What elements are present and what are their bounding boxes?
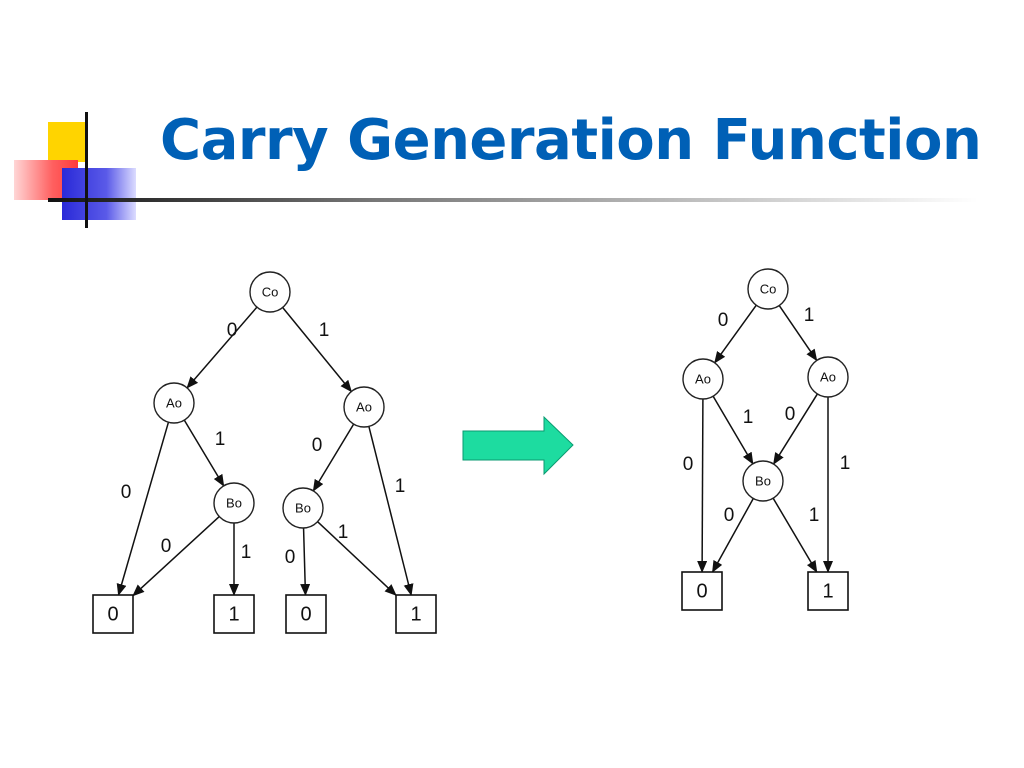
before-edge-b1-t1	[132, 515, 220, 597]
variable-node-circle	[282, 487, 324, 529]
variable-node-circle	[807, 356, 849, 398]
variable-node-circle	[249, 271, 291, 313]
after-edge-b-t0	[711, 498, 754, 573]
deco-yellow-square	[48, 122, 86, 162]
terminal-label: 0	[696, 580, 707, 602]
before-edge-label-a1-b1: 1	[215, 429, 226, 450]
before-node-b1: Bo	[213, 482, 255, 524]
before-edge-a1-b1	[183, 419, 225, 487]
deco-blue-bar	[62, 168, 136, 220]
before-node-t4: 1	[395, 594, 437, 634]
before-edge-label-b2-t3: 0	[285, 547, 296, 568]
variable-node-label: Ao	[356, 399, 372, 414]
corner-decoration	[14, 112, 978, 228]
terminal-label: 1	[228, 603, 239, 625]
after-node-b: Bo	[742, 460, 784, 502]
variable-node-circle	[343, 386, 385, 428]
after-edge-label-a1-t0: 0	[683, 454, 694, 475]
deco-vertical-line	[85, 112, 88, 228]
after-edge-label-c-a1: 0	[718, 310, 729, 331]
before-node-t3: 0	[285, 594, 327, 634]
before-edge-label-b2-t4: 1	[338, 522, 349, 543]
slide-title: Carry Generation Function	[160, 108, 982, 173]
after-edge-c-a2	[778, 305, 818, 362]
after-edge-c-a1	[714, 304, 757, 364]
variable-node-label: Ao	[166, 395, 182, 410]
before-edge-a1-t1	[116, 422, 170, 596]
after-node-a1: Ao	[682, 358, 724, 400]
before-edge-label-a1-t1: 0	[121, 482, 132, 503]
variable-node-circle	[742, 460, 784, 502]
before-node-c: Co	[249, 271, 291, 313]
terminal-label: 1	[410, 603, 421, 625]
terminal-box	[285, 594, 327, 634]
after-node-t0: 0	[681, 571, 723, 611]
after-edge-a2-b	[772, 393, 819, 465]
before-edge-label-c-a2: 1	[319, 320, 330, 341]
before-edge-c-a2	[282, 307, 352, 393]
variable-node-circle	[153, 382, 195, 424]
transform-arrow	[462, 415, 574, 476]
after-edge-label-a1-b: 1	[743, 407, 754, 428]
terminal-box	[681, 571, 723, 611]
before-node-b2: Bo	[282, 487, 324, 529]
after-edge-a1-b	[712, 395, 754, 465]
variable-node-label: Bo	[755, 473, 771, 488]
after-edge-label-b-t1: 1	[809, 505, 820, 526]
variable-node-label: Ao	[695, 371, 711, 386]
after-edge-label-c-a2: 1	[804, 305, 815, 326]
variable-node-label: Ao	[820, 369, 836, 384]
variable-node-circle	[682, 358, 724, 400]
before-edge-label-b1-t2: 1	[241, 542, 252, 563]
after-edge-a1-t0	[697, 398, 708, 573]
terminal-box	[213, 594, 255, 634]
variable-node-label: Bo	[226, 495, 242, 510]
terminal-box	[395, 594, 437, 634]
terminal-label: 0	[107, 603, 118, 625]
after-node-a2: Ao	[807, 356, 849, 398]
before-edge-a2-t4	[368, 426, 414, 596]
terminal-box	[807, 571, 849, 611]
variable-node-circle	[747, 268, 789, 310]
title-underline-rule	[48, 198, 978, 202]
before-edge-b2-t3	[300, 527, 311, 596]
after-edge-label-a2-b: 0	[785, 404, 796, 425]
before-edge-label-a2-t4: 1	[395, 476, 406, 497]
before-edge-label-b1-t1: 0	[161, 536, 172, 557]
before-edge-label-c-a1: 0	[227, 320, 238, 341]
before-node-a2: Ao	[343, 386, 385, 428]
before-edge-c-a1	[186, 306, 258, 389]
before-node-t2: 1	[213, 594, 255, 634]
before-node-t1: 0	[92, 594, 134, 634]
after-node-c: Co	[747, 268, 789, 310]
terminal-label: 0	[300, 603, 311, 625]
before-edge-b2-t4	[317, 521, 397, 596]
after-edge-b-t1	[772, 497, 818, 573]
before-edge-a2-b2	[312, 423, 355, 492]
variable-node-label: Co	[760, 281, 777, 296]
before-node-a1: Ao	[153, 382, 195, 424]
after-edge-label-a2-t1: 1	[840, 453, 851, 474]
terminal-label: 1	[822, 580, 833, 602]
before-edge-label-a2-b2: 0	[312, 435, 323, 456]
after-edge-label-b-t0: 0	[724, 505, 735, 526]
terminal-box	[92, 594, 134, 634]
variable-node-circle	[213, 482, 255, 524]
variable-node-label: Co	[262, 284, 279, 299]
after-node-t1: 1	[807, 571, 849, 611]
variable-node-label: Bo	[295, 500, 311, 515]
